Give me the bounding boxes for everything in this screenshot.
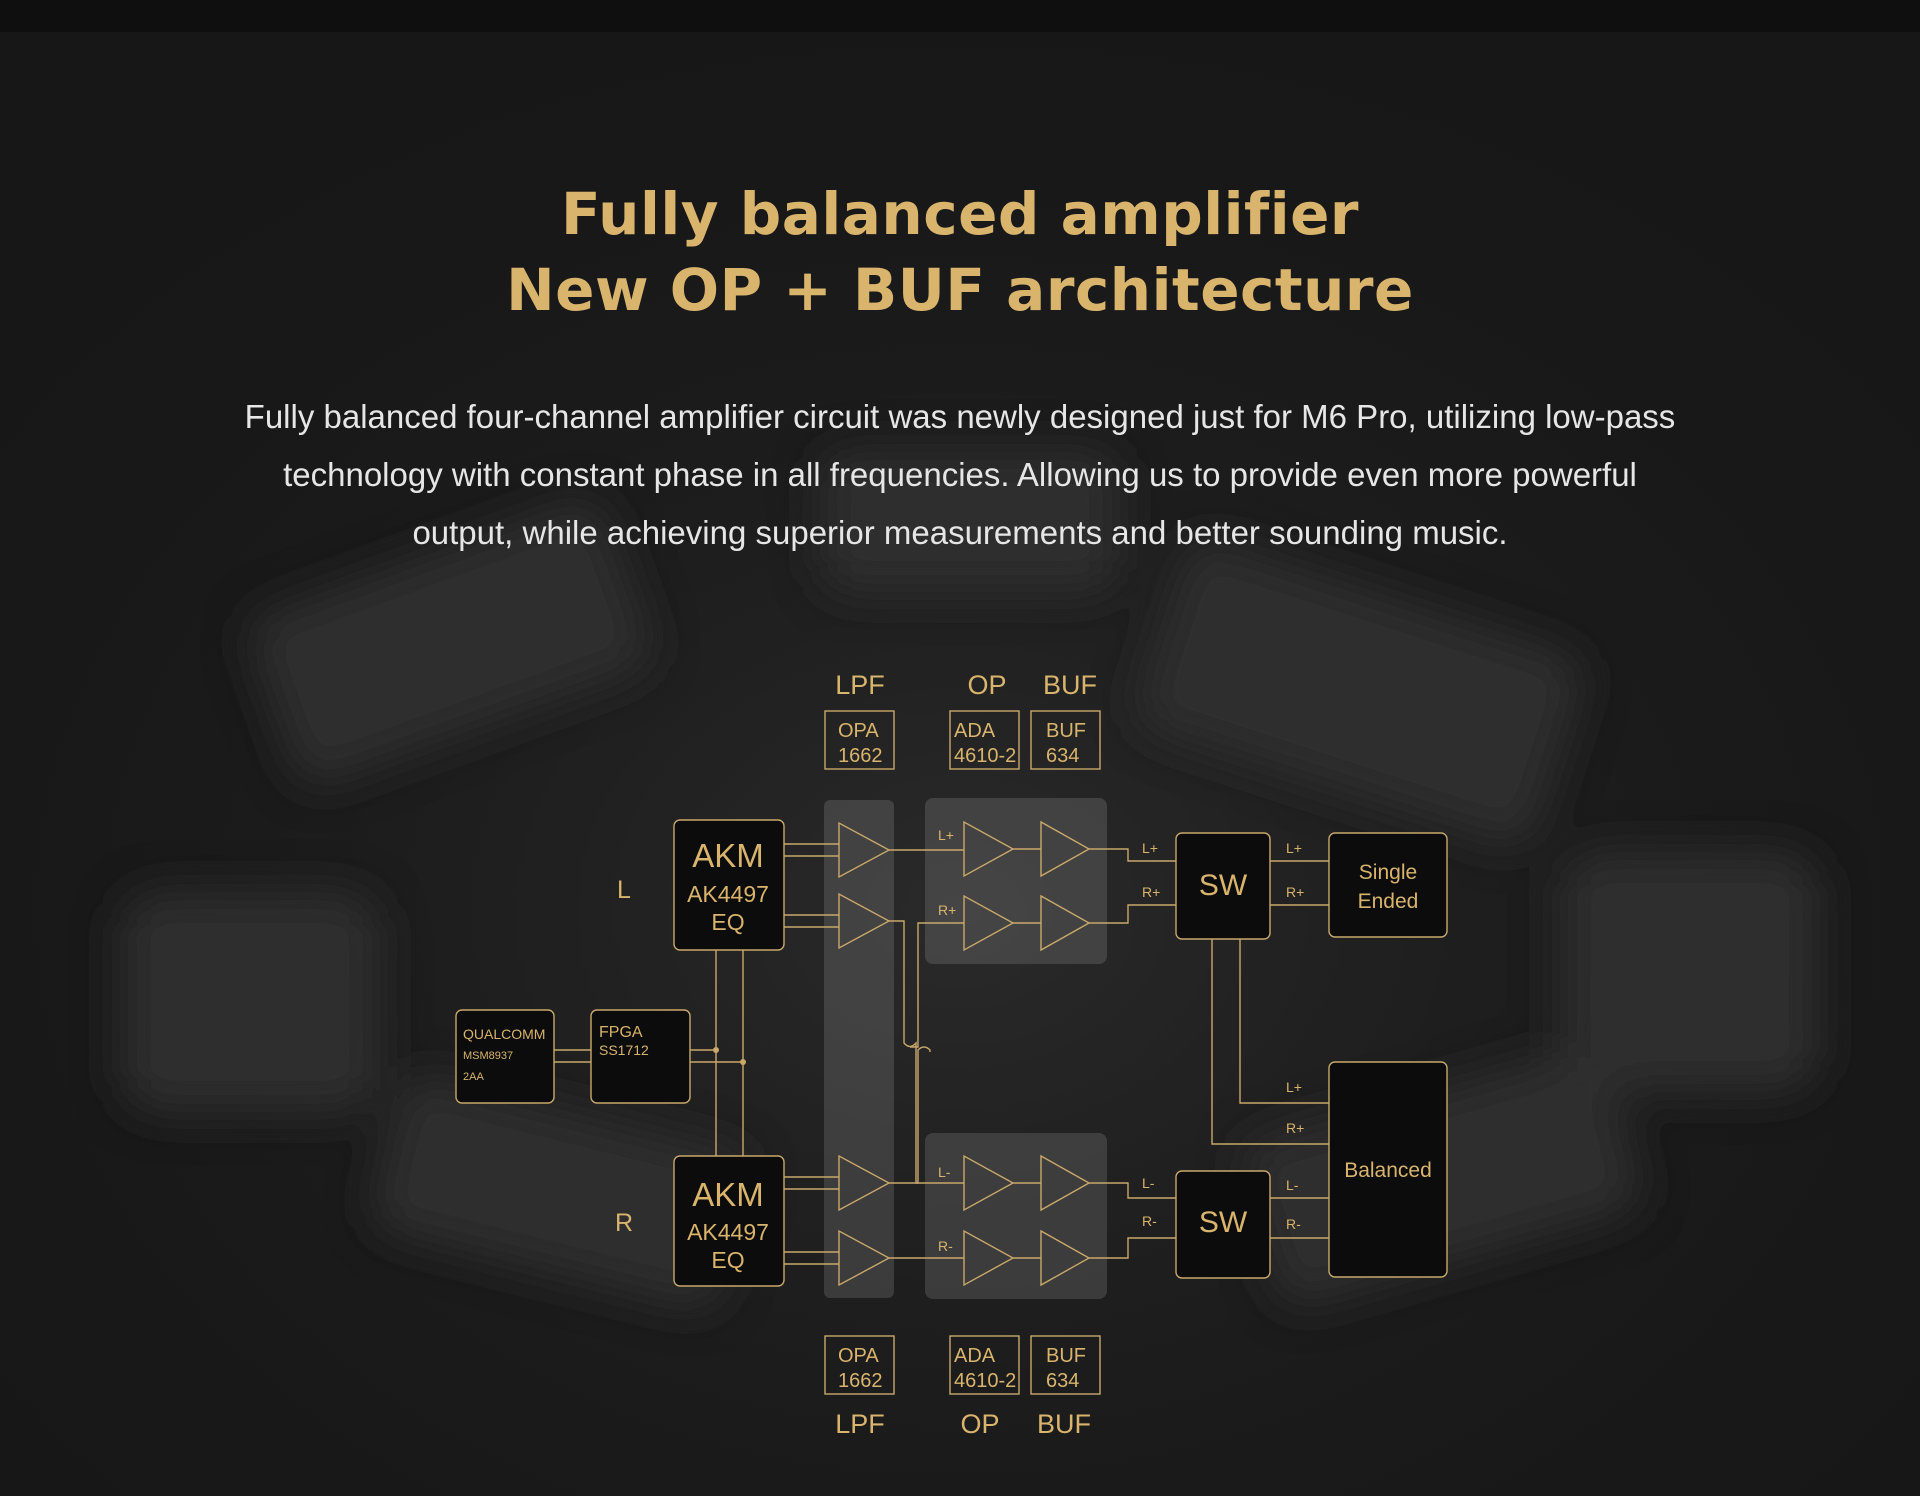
balanced-label: Balanced — [1344, 1159, 1432, 1182]
qualcomm-revision: 2AA — [463, 1071, 484, 1083]
signal-tag-r-plus: R+ — [1286, 1120, 1304, 1136]
ada-part-name-bottom: ADA — [954, 1345, 996, 1367]
signal-tag-l-plus: L+ — [1286, 840, 1302, 856]
signal-wire — [1013, 848, 1041, 1259]
ada-part-box-top — [949, 710, 1020, 770]
ada-part-name-top: ADA — [954, 720, 996, 742]
signal-wire — [1270, 860, 1329, 906]
qualcomm-chip — [455, 1009, 555, 1104]
signal-wire — [1089, 848, 1176, 862]
description-line-2: technology with constant phase in all fr… — [283, 456, 1637, 493]
qualcomm-label: QUALCOMM — [463, 1026, 545, 1042]
opa-part-number-bottom: 1662 — [838, 1370, 883, 1392]
fpga-model: SS1712 — [599, 1042, 649, 1058]
description-line-1: Fully balanced four-channel amplifier ci… — [244, 398, 1676, 435]
buf-part-name-bottom: BUF — [1046, 1345, 1086, 1367]
channel-left-label: L — [617, 876, 631, 904]
single-ended-label-line-2: Ended — [1358, 890, 1419, 913]
lpf-label-top: LPF — [835, 670, 885, 700]
opa-part-name-bottom: OPA — [838, 1345, 879, 1367]
signal-tag-l-plus: L+ — [1286, 1079, 1302, 1095]
sw-block-top — [1175, 832, 1271, 940]
signal-tag-r-plus: R+ — [938, 902, 956, 918]
signal-tag-l-minus: L- — [1286, 1177, 1299, 1193]
signal-tag-l-minus: L- — [1142, 1175, 1155, 1191]
single-ended-output-block — [1328, 832, 1448, 938]
signal-tag-l-minus: L- — [938, 1164, 951, 1180]
akm-suffix-top: EQ — [711, 909, 744, 935]
fpga-chip — [590, 1009, 691, 1104]
signal-tag-l-plus: L+ — [938, 827, 954, 843]
buf-part-number-bottom: 634 — [1046, 1370, 1079, 1392]
control-wire — [554, 1049, 591, 1063]
akm-brand-top: AKM — [692, 837, 764, 874]
buf-part-name-top: BUF — [1046, 720, 1086, 742]
opa-part-number-top: 1662 — [838, 745, 883, 767]
single-ended-label-line-1: Single — [1359, 861, 1417, 884]
signal-wire — [784, 1176, 839, 1265]
opa-part-box-top — [824, 710, 895, 770]
sw-block-bottom — [1175, 1170, 1271, 1279]
signal-tag-l-plus: L+ — [1142, 840, 1158, 856]
signal-wire — [1089, 904, 1176, 924]
buf-part-number-top: 634 — [1046, 745, 1079, 767]
akm-chip-top — [673, 819, 785, 951]
op-label-bottom: OP — [960, 1409, 999, 1439]
opa-part-box-bottom — [824, 1335, 895, 1395]
signal-tag-r-plus: R+ — [1142, 884, 1160, 900]
buf-label-bottom: BUF — [1037, 1409, 1091, 1439]
lpf-amp-triangle — [838, 1229, 891, 1287]
buf-part-box-bottom — [1030, 1335, 1101, 1395]
ada-part-number-bottom: 4610-2 — [954, 1370, 1016, 1392]
buf-label-top: BUF — [1043, 670, 1097, 700]
op-label-top: OP — [967, 670, 1006, 700]
signal-tag-r-minus: R- — [1142, 1213, 1157, 1229]
signal-tag-r-plus: R+ — [1286, 884, 1304, 900]
akm-chip-bottom — [673, 1155, 785, 1287]
page-title-line-2: New OP + BUF architecture — [506, 256, 1414, 324]
channel-right-label: R — [615, 1209, 633, 1237]
lpf-amp-triangle — [838, 1154, 891, 1212]
lpf-amp-triangle — [838, 892, 891, 950]
sw-label-top: SW — [1199, 869, 1248, 902]
akm-model-top: AK4497 — [687, 881, 769, 907]
ada-part-box-bottom — [949, 1335, 1020, 1395]
signal-wire — [1089, 1182, 1176, 1199]
fpga-label: FPGA — [599, 1024, 643, 1041]
balanced-output-block — [1328, 1061, 1448, 1278]
lpf-highlight-panel — [824, 800, 894, 1298]
signal-wire — [1270, 1197, 1329, 1239]
op-amp-triangle — [963, 820, 1015, 878]
page-title-line-1: Fully balanced amplifier — [560, 180, 1360, 248]
description: Fully balanced four-channel amplifier ci… — [200, 388, 1720, 562]
sw-label-bottom: SW — [1199, 1206, 1248, 1239]
signal-wire — [1211, 939, 1329, 1145]
signal-wire — [1089, 1237, 1176, 1259]
junction-dot — [740, 1059, 746, 1065]
signal-wire — [784, 843, 839, 928]
lpf-amp-triangle — [838, 821, 891, 879]
opa-part-name-top: OPA — [838, 720, 879, 742]
akm-brand-bottom: AKM — [692, 1176, 764, 1213]
signal-wire — [910, 922, 964, 1048]
akm-model-bottom: AK4497 — [687, 1219, 769, 1245]
akm-suffix-bottom: EQ — [711, 1247, 744, 1273]
ada-part-number-top: 4610-2 — [954, 745, 1016, 767]
signal-tag-r-minus: R- — [938, 1238, 953, 1254]
qualcomm-model: MSM8937 — [463, 1050, 513, 1062]
top-bar — [0, 0, 1920, 32]
background-circuit-image — [0, 32, 1920, 1496]
buf-part-box-top — [1030, 710, 1101, 770]
control-wire — [690, 950, 744, 1156]
op-buf-highlight-panel-bottom — [925, 1133, 1107, 1299]
signal-tag-r-minus: R- — [1286, 1216, 1301, 1232]
op-buf-highlight-panel-top — [925, 798, 1107, 964]
description-line-3: output, while achieving superior measure… — [412, 514, 1508, 551]
junction-dot — [713, 1047, 719, 1053]
lpf-label-bottom: LPF — [835, 1409, 885, 1439]
signal-wire — [889, 1046, 931, 1184]
